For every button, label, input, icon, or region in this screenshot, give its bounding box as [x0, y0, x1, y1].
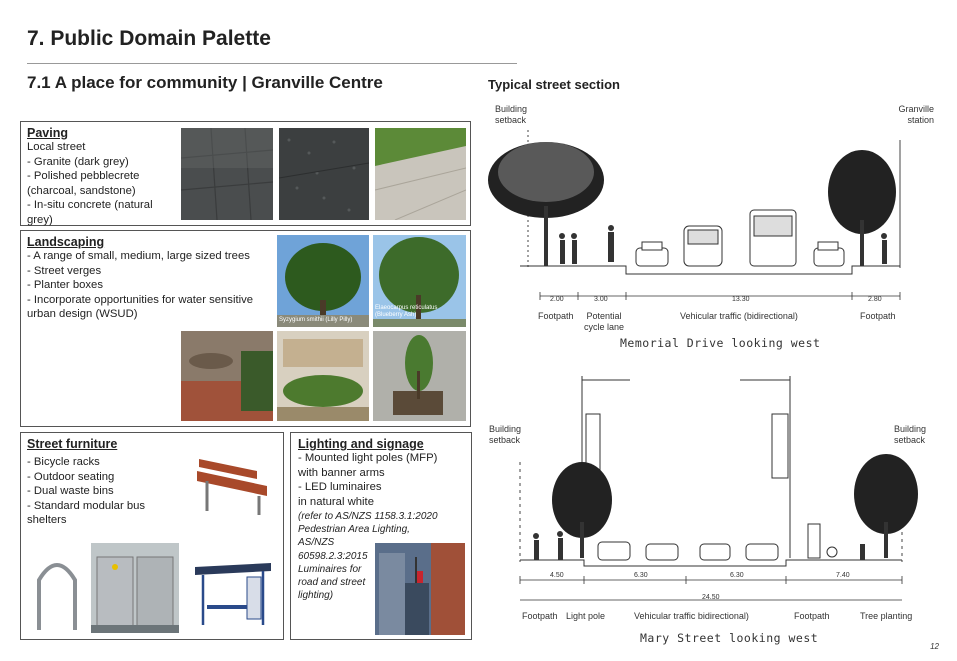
- mary-street-caption: Mary Street looking west: [640, 631, 819, 645]
- mary-zone-tree-planting: Tree planting: [860, 611, 913, 621]
- paving-text: Local street- Granite (dark grey)- Polis…: [27, 141, 153, 226]
- light-pole-right-icon: [740, 376, 791, 558]
- memorial-dim-1: 2.00: [550, 296, 564, 303]
- mary-total-width: 24.50: [702, 594, 720, 601]
- memorial-drive-section-drawing: [488, 130, 901, 300]
- lighting-text: - Mounted light poles (MFP)with banner a…: [298, 452, 438, 508]
- memorial-zone-footpath-right: Footpath: [860, 311, 896, 321]
- mary-zone-footpath-right: Footpath: [794, 611, 830, 621]
- car-icon: [635, 241, 669, 267]
- memorial-zone-footpath-left: Footpath: [538, 311, 574, 321]
- page-subtitle: 7.1 A place for community | Granville Ce…: [27, 73, 383, 92]
- memorial-dim-2: 3.00: [594, 296, 608, 303]
- paving-panel: Paving Local street- Granite (dark grey)…: [20, 121, 471, 226]
- mary-dim-4: 7.40: [836, 572, 850, 579]
- car-icon-2: [813, 241, 845, 267]
- dual-waste-bins-photo: [91, 543, 179, 633]
- bench-photo: [187, 441, 277, 519]
- furniture-heading: Street furniture: [27, 437, 118, 451]
- page-title: 7. Public Domain Palette: [27, 27, 271, 50]
- lighting-heading: Lighting and signage: [298, 437, 424, 451]
- landscaping-text: - A range of small, medium, large sized …: [27, 250, 254, 320]
- memorial-dim-4: 2.80: [868, 296, 882, 303]
- pedestrians-icon: [559, 225, 887, 264]
- lilly-pilly-caption: Syzygium smithii (Lilly Pilly): [279, 317, 353, 323]
- landscaping-panel: Landscaping - A range of small, medium, …: [20, 230, 471, 427]
- light-pole-banner-photo: [375, 543, 465, 635]
- concrete-path-photo: [375, 128, 466, 220]
- mary-tree-left-icon: [552, 462, 612, 558]
- mary-zone-light-pole: Light pole: [566, 611, 606, 621]
- blueberry-ash-caption: Elaeocarpus reticulatus (Blueberry Ash): [375, 305, 438, 318]
- memorial-tree-left-icon: [488, 142, 604, 266]
- page-number: 12: [930, 642, 939, 651]
- pebblecrete-photo: [279, 128, 369, 220]
- memorial-dim-3: 13.30: [732, 296, 750, 303]
- memorial-zone-traffic: Vehicular traffic (bidirectional): [680, 311, 798, 321]
- mary-cars-icon: [597, 541, 779, 561]
- title-divider: [27, 63, 517, 64]
- bus-icon: [749, 209, 797, 267]
- mary-zone-footpath-left: Footpath: [522, 611, 558, 621]
- bicycle-rack-photo: [27, 545, 87, 635]
- lighting-signage-panel: Lighting and signage - Mounted light pol…: [290, 432, 472, 640]
- granite-paving-photo: [181, 128, 273, 220]
- memorial-tree-right-icon: [828, 150, 896, 266]
- paving-heading: Paving: [27, 126, 68, 140]
- van-icon: [683, 225, 723, 267]
- planter-boxes-photo: [277, 331, 369, 421]
- mary-zone-traffic: Vehicular traffic bidirectional): [634, 611, 749, 621]
- tree-pit-photo: [373, 331, 466, 421]
- mary-dim-2: 6.30: [634, 572, 648, 579]
- section-title: Typical street section: [488, 77, 620, 92]
- lilly-pilly-tree-photo: Syzygium smithii (Lilly Pilly): [277, 235, 369, 327]
- landscaping-heading: Landscaping: [27, 235, 105, 249]
- planter-seating-photo: [181, 331, 273, 421]
- mary-dim-1: 4.50: [550, 572, 564, 579]
- bus-shelter-photo: [187, 545, 277, 633]
- blueberry-ash-tree-photo: Elaeocarpus reticulatus (Blueberry Ash): [373, 235, 466, 327]
- mary-street-section-drawing: [519, 376, 918, 601]
- mary-dim-3: 6.30: [730, 572, 744, 579]
- furniture-text: - Bicycle racks- Outdoor seating- Dual w…: [27, 456, 146, 526]
- street-furniture-panel: Street furniture - Bicycle racks- Outdoo…: [20, 432, 284, 640]
- mary-tree-right-icon: [854, 454, 918, 558]
- mary-pedestrians-icon: [533, 523, 865, 560]
- memorial-drive-caption: Memorial Drive looking west: [620, 336, 821, 350]
